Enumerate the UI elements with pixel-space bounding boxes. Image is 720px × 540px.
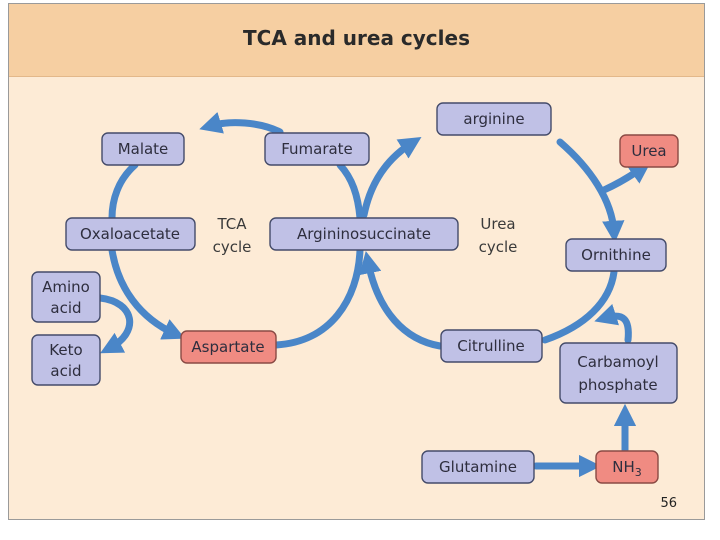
svg-text:acid: acid: [50, 362, 81, 380]
svg-text:Aspartate: Aspartate: [191, 338, 264, 356]
node-arginine: arginine: [436, 102, 552, 136]
tca-label-line1: TCA: [216, 215, 247, 233]
arrow-citrulline-to-argininosuccinate: [359, 251, 444, 350]
arrow-fumarate-to-malate: [199, 112, 284, 136]
node-argininosuccinate: Argininosuccinate: [269, 217, 459, 251]
node-oxaloacetate: Oxaloacetate: [65, 217, 196, 251]
urea-label-line2: cycle: [479, 238, 518, 256]
svg-text:Urea: Urea: [631, 142, 666, 160]
nh3-subscript: 3: [635, 466, 642, 479]
node-malate: Malate: [101, 132, 185, 166]
arrow-argininosuccinate-to-fumarate: [336, 161, 364, 222]
title-band: TCA and urea cycles: [9, 4, 704, 77]
svg-text:Oxaloacetate: Oxaloacetate: [80, 225, 180, 243]
svg-text:Argininosuccinate: Argininosuccinate: [297, 225, 431, 243]
svg-text:arginine: arginine: [463, 110, 524, 128]
arrow-arginine-to-ornithine: [556, 138, 625, 244]
node-aspartate: Aspartate: [180, 330, 277, 364]
node-carbamoyl-phosphate: Carbamoyl phosphate: [559, 342, 678, 404]
tca-label-line2: cycle: [213, 238, 252, 256]
svg-text:Carbamoyl: Carbamoyl: [577, 353, 658, 371]
node-ornithine: Ornithine: [565, 238, 667, 272]
arrow-malate-to-oxaloacetate: [108, 161, 139, 222]
arrow-arginine-to-urea: [600, 161, 652, 194]
page-number: 56: [660, 496, 677, 511]
node-urea: Urea: [619, 134, 679, 168]
svg-text:Glutamine: Glutamine: [439, 458, 517, 476]
arrow-argininosuccinate-to-arginine: [360, 137, 422, 219]
svg-text:acid: acid: [50, 299, 81, 317]
svg-text:phosphate: phosphate: [578, 376, 657, 394]
svg-text:Ornithine: Ornithine: [581, 246, 651, 264]
svg-text:Amino: Amino: [42, 278, 90, 296]
node-amino-acid: Amino acid: [31, 271, 101, 323]
node-fumarate: Fumarate: [264, 132, 370, 166]
svg-text:Citrulline: Citrulline: [457, 337, 524, 355]
urea-label-line1: Urea: [480, 215, 515, 233]
node-nh3: NH3: [595, 450, 659, 484]
nh3-main: NH: [612, 458, 635, 476]
svg-text:NH3: NH3: [612, 458, 642, 479]
arrow-amino-to-keto: [96, 294, 134, 354]
node-citrulline: Citrulline: [440, 329, 543, 363]
svg-text:Fumarate: Fumarate: [281, 140, 353, 158]
node-keto-acid: Keto acid: [31, 334, 101, 386]
page-title: TCA and urea cycles: [243, 26, 470, 50]
arrow-ornithine-to-citrulline: [541, 268, 618, 344]
arrow-aspartate-to-argininosuccinate: [272, 246, 364, 349]
svg-text:Malate: Malate: [118, 140, 169, 158]
arrows: [96, 112, 652, 478]
arrow-carbamoyl-to-citrulline: [594, 303, 632, 344]
node-glutamine: Glutamine: [421, 450, 535, 484]
svg-text:Keto: Keto: [49, 341, 82, 359]
arrow-oxaloacetate-to-aspartate: [108, 246, 186, 340]
